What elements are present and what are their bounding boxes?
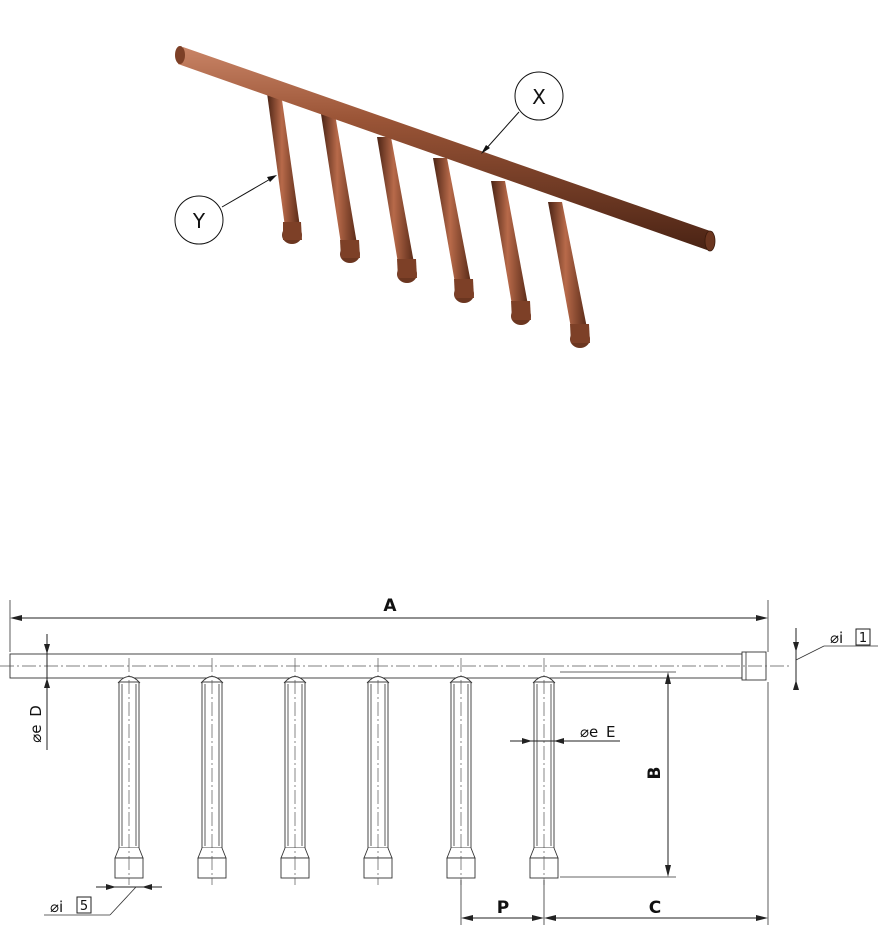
iso-branch [548,202,590,348]
iso-branch [377,137,417,283]
dimension-e-symbol: ⌀e [580,723,598,741]
dimension-a-label: A [383,596,397,616]
callout-y-label: Y [192,209,206,233]
isometric-view: X Y [174,46,716,348]
dimension-b: B [560,671,676,878]
dimension-a: A [9,596,769,652]
dimension-p-label: P [497,898,509,918]
iso-branch [321,114,360,263]
dimension-d-symbol: ⌀e [27,725,45,743]
front-branch-pipe [363,658,393,885]
inner-diameter-header-box: 1 [859,631,867,646]
front-header-pipe [0,651,790,681]
dimension-p: P [460,880,545,925]
callout-x-label: X [532,85,546,109]
front-branch-pipe [280,658,310,885]
dimension-c: C [544,682,769,925]
iso-branch [491,181,531,325]
dimension-d-label: D [27,705,45,717]
inner-diameter-branch-symbol: ⌀i [50,898,63,916]
inner-diameter-header-callout: ⌀i 1 [793,628,878,690]
front-branch-pipe [197,658,227,885]
front-branch-pipe [446,658,476,885]
inner-diameter-header-symbol: ⌀i [830,629,843,647]
callout-y: Y [174,175,277,245]
front-branch-pipe [529,658,559,885]
dimension-d: ⌀e D [27,634,50,750]
svg-text:⌀e E: ⌀e E [580,723,616,741]
front-view: A ⌀e D ⌀i 1 [0,596,878,925]
inner-diameter-branch-box: 5 [80,899,88,914]
dimension-b-label: B [645,767,665,780]
svg-text:⌀e D: ⌀e D [27,705,45,743]
front-branches [114,658,559,885]
callout-x: X [481,71,564,154]
iso-header-pipe [175,46,716,252]
inner-diameter-branch-callout: ⌀i 5 [44,884,162,916]
iso-branch [267,93,302,244]
dimension-e: ⌀e E [510,723,620,744]
iso-branch [433,158,474,303]
dimension-c-label: C [649,898,661,918]
front-branch-pipe [114,658,144,885]
dimension-e-label: E [606,723,615,741]
